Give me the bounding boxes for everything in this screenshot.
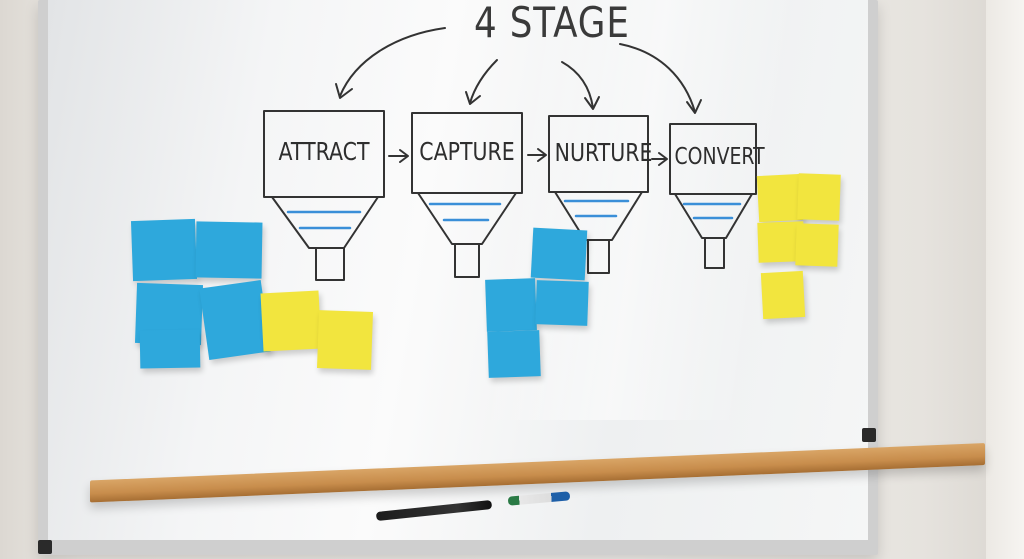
curved-arrow [339, 27, 446, 97]
stage-label-attract: ATTRACT [278, 137, 370, 166]
arrow-head [658, 152, 668, 166]
sticky-note [139, 329, 201, 369]
sticky-note [530, 227, 588, 281]
arrow-head [335, 83, 353, 99]
sticky-note [317, 310, 373, 370]
sticky-note [535, 280, 589, 326]
funnel-cone [674, 193, 753, 239]
sticky-note [199, 280, 271, 360]
sticky-note [487, 330, 541, 378]
sticky-note [795, 223, 839, 267]
wall-corner [986, 0, 1024, 559]
arrow-head [537, 148, 547, 162]
curved-arrow [469, 59, 498, 104]
funnel-spout [587, 239, 610, 274]
frame-corner-bracket [38, 540, 52, 554]
funnel-cone [271, 196, 379, 249]
arrow-head [399, 149, 409, 163]
sticky-note [260, 290, 322, 352]
sticky-note [797, 173, 841, 221]
stage-label-capture: CAPTURE [419, 137, 515, 166]
funnel-cone [417, 192, 517, 245]
sticky-note [756, 173, 804, 223]
diagram-title: 4 STAGE [474, 0, 630, 47]
sticky-note [130, 218, 198, 282]
funnel-spout [454, 243, 480, 278]
sticky-note [760, 270, 806, 320]
stage-label-nurture: NURTURE [554, 138, 653, 167]
sticky-note [485, 278, 537, 332]
funnel-spout [704, 237, 725, 269]
sticky-note [195, 221, 263, 279]
arrow-head [584, 96, 600, 110]
curved-arrow [561, 61, 594, 109]
arrow-head [686, 99, 702, 114]
arrow-head [465, 91, 481, 105]
funnel-spout [315, 247, 345, 281]
stage-label-convert: CONVERT [674, 144, 765, 170]
curved-arrow [619, 43, 696, 113]
funnel-cone [554, 191, 643, 241]
frame-corner-bracket [862, 428, 876, 442]
